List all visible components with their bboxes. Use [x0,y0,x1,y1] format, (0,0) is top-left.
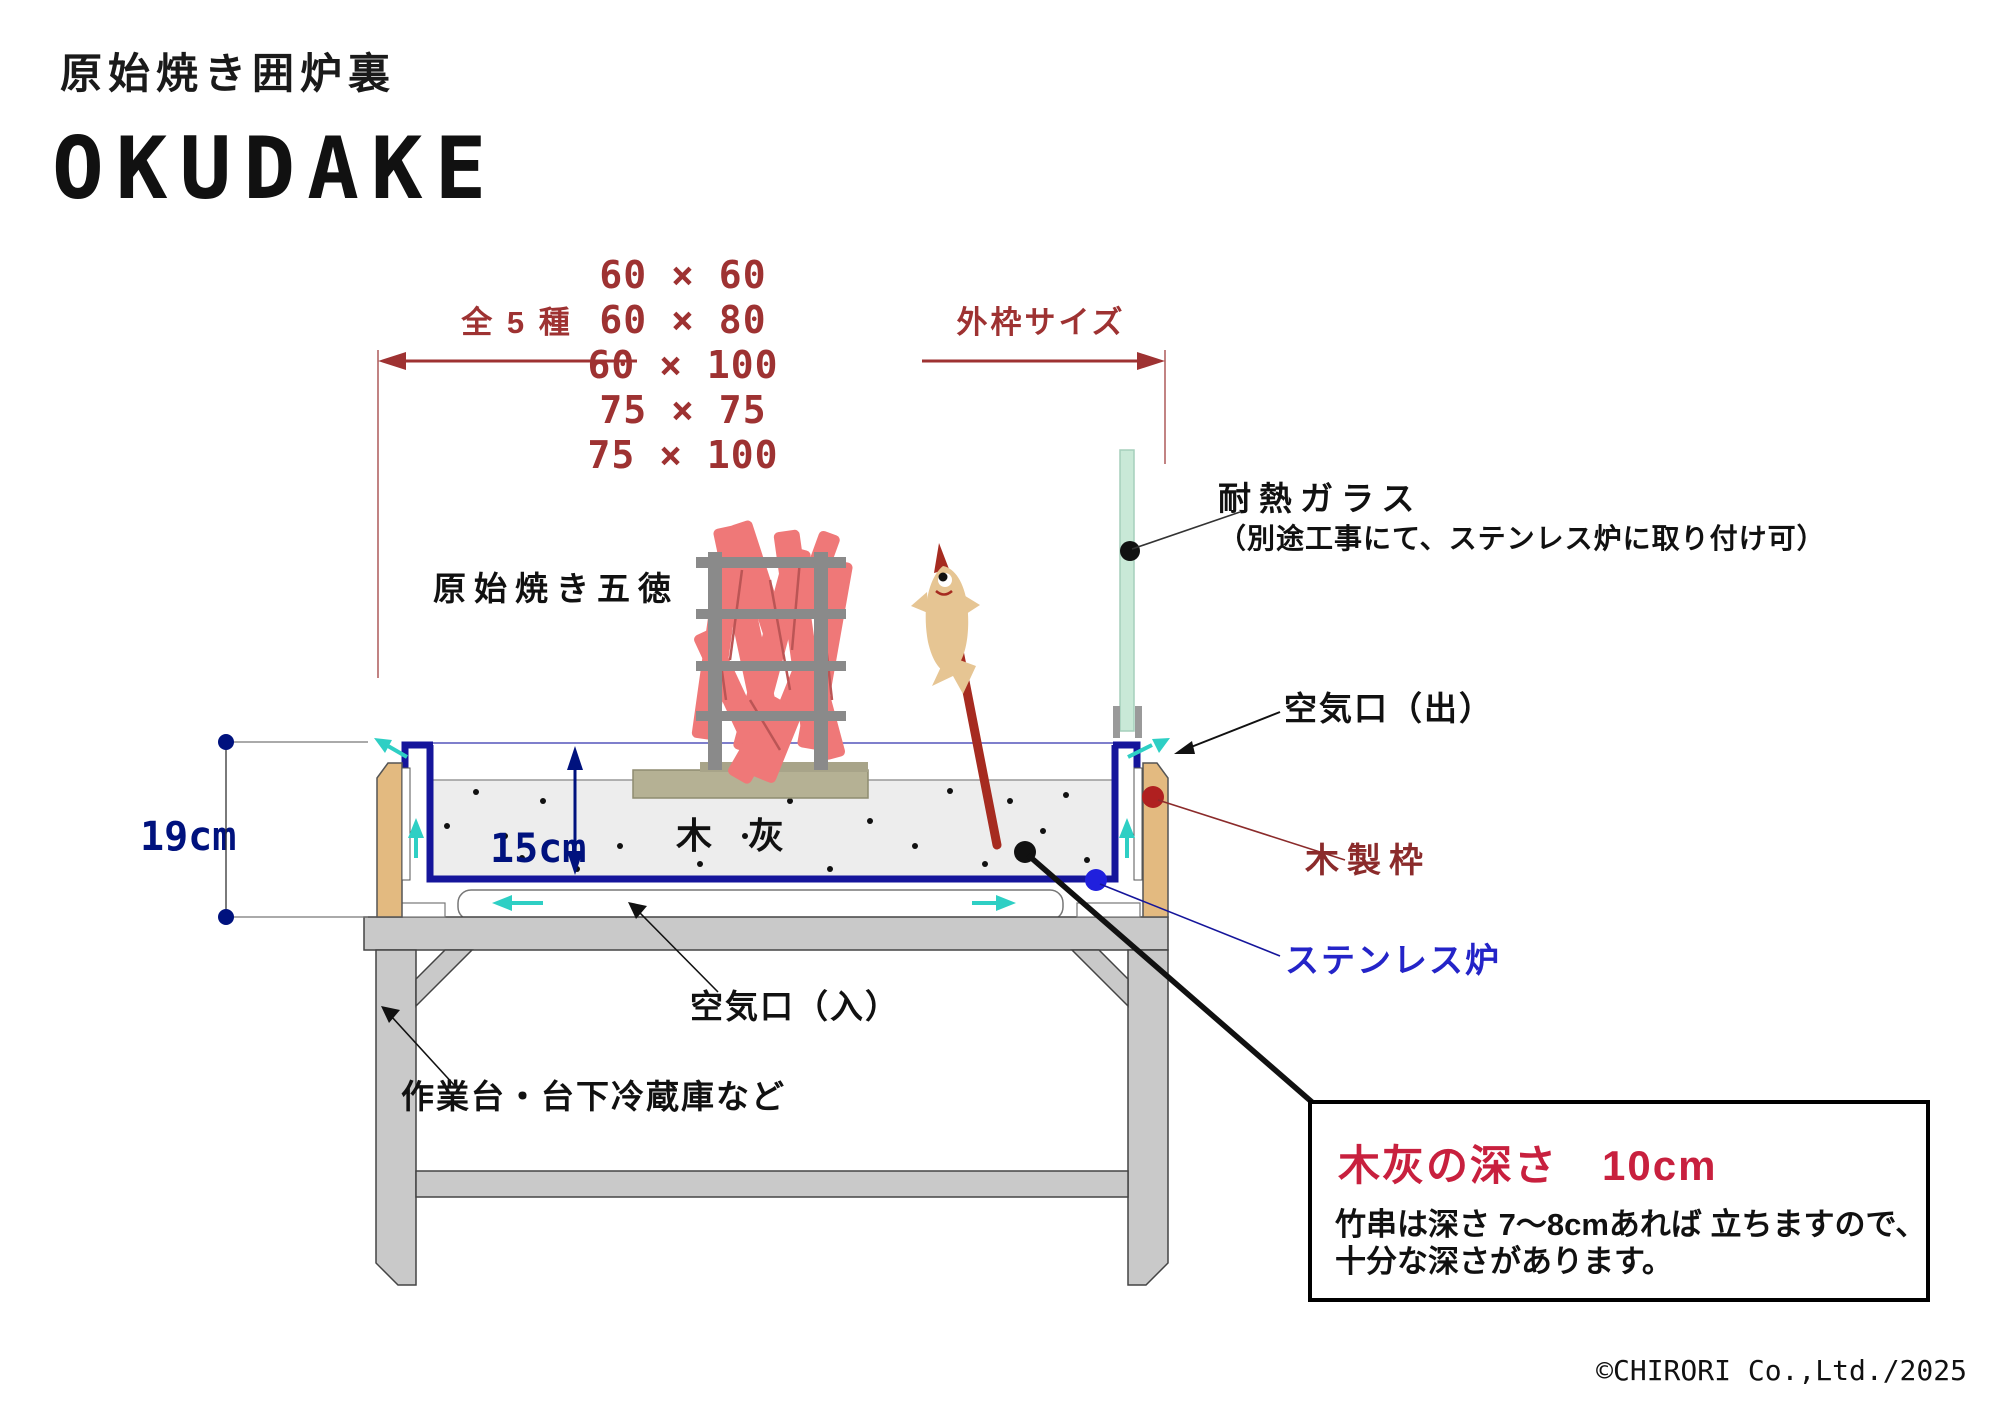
heat-glass-pane [1119,449,1135,732]
air-arrowhead-icon [408,818,424,838]
table-brace-right [1070,949,1129,1008]
callout-title: 木灰の深さ 10cm [1338,1142,1717,1189]
size-item: 75 × 75 [599,388,766,432]
page-subtitle: 原始焼き囲炉裏 [60,50,396,97]
stainless-leader-line [1099,883,1281,957]
callout-box [1308,1100,1930,1302]
up-arrowhead-icon [567,746,583,770]
table-leg-left [375,949,417,1286]
air-arrowhead-icon [1119,818,1135,838]
size-list: 60 × 60 60 × 80 60 × 100 75 × 75 75 × 10… [377,253,1166,678]
size-item: 75 × 100 [587,433,778,477]
callout-body-line2: 十分な深さがあります。 [1335,1244,1673,1279]
air-arrowhead-icon [492,895,512,911]
air-in-label: 空気口（入） [690,988,900,1025]
table-leg-right [1127,949,1169,1286]
variants-count-label: 全 5 種 [460,305,572,340]
airflow-arrows [374,738,1170,911]
wood-frame-label: 木製枠 [1304,842,1431,880]
tabletop [363,916,1169,951]
depth-19cm-dimension: 19cm [140,734,368,925]
fish-fin-left [911,592,928,613]
gotoku-bar [696,557,846,568]
depth-15cm-dimension: 15cm [490,746,586,875]
glass-holder-left [1113,706,1120,738]
fish-mouth [935,590,953,596]
size-item: 60 × 80 [599,298,766,342]
stainless-hearth-label: ステンレス炉 [1285,942,1501,980]
baffle-strip-left [401,767,411,881]
table-brace-left [415,949,474,1008]
ash-depth-callout: 木灰の深さ 10cm 竹串は深さ 7～8cmあれば 立ちますので、 十分な深さが… [1308,1100,1930,1302]
gotoku-bar [696,711,846,721]
wood-frame-leader-dot [1142,786,1164,808]
stainless-hearth-tub [401,741,1141,883]
gotoku-base-top [700,762,868,772]
heat-glass-label: 耐熱ガラス [1218,480,1422,517]
air-arrowhead-icon [1152,738,1170,753]
wood-frame-right [1142,762,1169,918]
glass-leader-dot [1120,541,1140,561]
callout-body-line1: 竹串は深さ 7～8cmあれば 立ちますので、 [1335,1207,1926,1242]
air-out-label: 空気口（出） [1284,690,1494,727]
baffle-strip-right [1133,767,1143,881]
tub-rim-left [401,741,433,769]
worktable-leader-line [390,1015,456,1087]
down-arrowhead-icon [567,851,583,875]
total-depth-value: 19cm [140,814,236,860]
black-arrowhead-icon [1174,741,1195,754]
copyright-text: ©CHIRORI Co.,Ltd./2025 [1596,1354,1967,1387]
tub-depth-value: 15cm [490,826,586,872]
fish-eye [938,572,948,582]
stainless-leader-dot [1085,869,1107,891]
gotoku-bar [696,609,846,619]
work-table [363,916,1169,1286]
gotoku-bar [696,661,846,671]
black-arrowhead-icon [381,1006,400,1023]
glass-holder-right [1135,706,1142,738]
worktable-label: 作業台・台下冷蔵庫など [401,1078,786,1115]
glass-leader-line [1131,511,1241,550]
tub-walls [426,745,1119,883]
dim-dot [218,909,234,925]
gotoku-label: 原始焼き五徳 [433,570,679,607]
gotoku-frame [696,552,846,770]
right-arrowhead-icon [1137,352,1165,370]
fish-on-skewer-illustration [911,543,1002,850]
outer-frame-size-label: 外枠サイズ [956,305,1125,340]
black-arrowhead-icon [628,902,647,919]
fish-dorsal-fin [934,543,949,573]
wood-frame-leader-line [1157,799,1346,861]
wood-ash-label: 木 灰 [676,815,784,856]
air-out-leader-line [1185,711,1281,750]
tub-rim-right [1113,741,1141,771]
table-stretcher [415,1170,1129,1198]
size-item: 60 × 60 [599,253,766,297]
brand-logo-text: OKUDAKE [52,119,498,219]
wood-frame-left [376,762,403,918]
air-arrowhead-icon [374,738,392,753]
ash-depth-leader-line [1026,852,1315,1106]
dim-dot [218,734,234,750]
left-arrowhead-icon [378,352,406,370]
heat-glass-note: （別途工事にて、ステンレス炉に取り付け可） [1218,522,1826,554]
air-arrowhead-icon [996,895,1016,911]
air-in-leader-line [639,912,719,993]
size-item: 60 × 100 [587,343,778,387]
air-arrow-out-left [386,744,409,759]
air-arrow-out-right [1127,743,1153,759]
